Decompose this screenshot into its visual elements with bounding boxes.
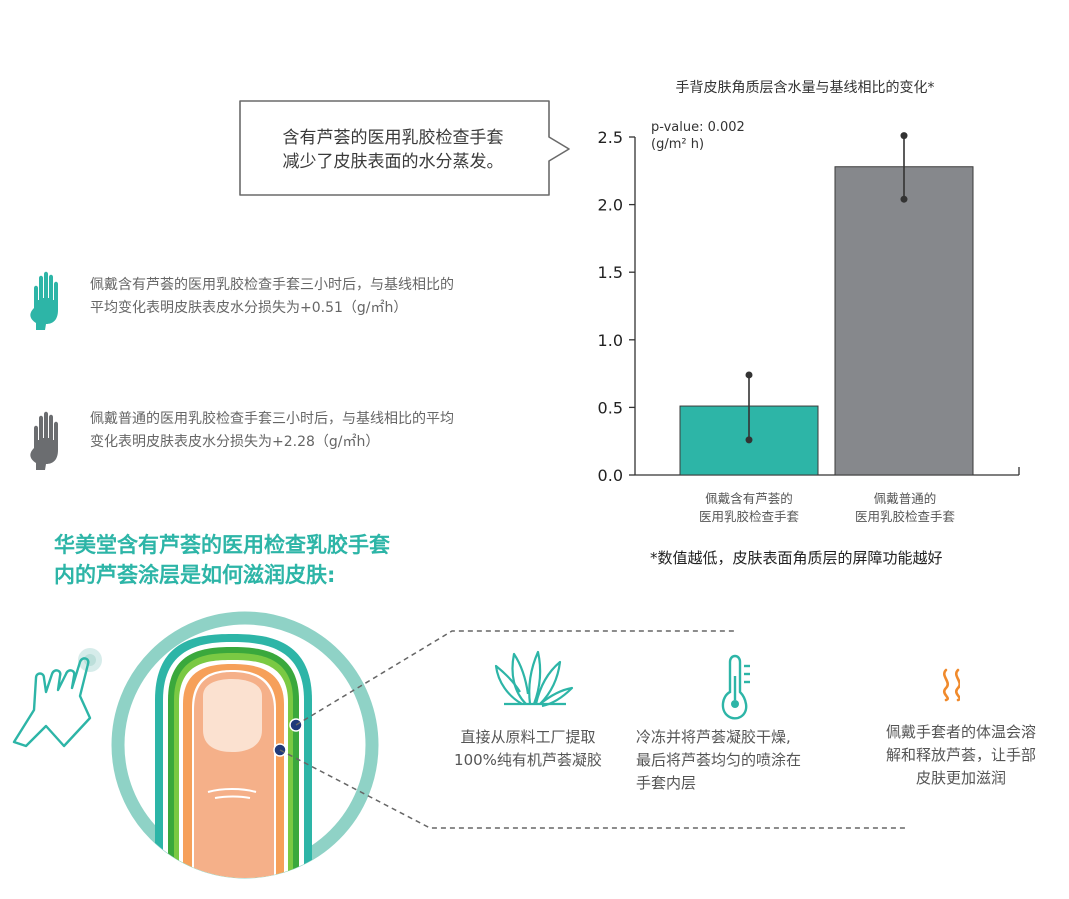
y-tick-label: 2.0 [598,196,623,215]
callout-line: 含有芦荟的医用乳胶检查手套 [282,128,504,148]
y-tick-label: 0.5 [598,398,623,417]
glove-illustration [12,611,960,879]
legend-regular-text: 佩戴普通的医用乳胶检查手套三小时后，与基线相比的平均 变化表明皮肤表皮水分损失为… [90,408,530,454]
feature-line: 手套内层 [636,774,697,792]
category-label: 佩戴普通的 医用乳胶检查手套 [810,490,1000,526]
thermometer-icon [721,654,750,720]
heat-waves-icon [943,668,960,702]
callout-text: 含有芦荟的医用乳胶检查手套 减少了皮肤表面的水分蒸发。 [248,126,538,174]
tap-hand-icon [12,648,102,748]
legend-line: 平均变化表明皮肤表皮水分损失为+0.51（g/㎡h） [90,300,408,316]
chart-footnote: *数值越低，皮肤表面角质层的屏障功能越好 [650,549,943,567]
callout-line: 减少了皮肤表面的水分蒸发。 [282,152,504,172]
error-bar-cap [900,195,908,203]
feature-line: 冷冻并将芦荟凝胶干燥, [636,728,791,746]
category-label-line: 医用乳胶检查手套 [854,509,955,524]
y-tick-label: 1.0 [598,331,623,350]
hand-icon [30,271,58,330]
feature-line: 解和释放芦荟，让手部 [885,746,1036,764]
category-label-line: 医用乳胶检查手套 [698,509,799,524]
p-value-label: p-value: 0.002 [651,120,745,135]
feature-line: 皮肤更加滋润 [915,769,1006,787]
error-bar-cap [745,436,753,444]
feature-line: 100%纯有机芦荟凝胶 [454,751,602,769]
unit-label: (g/m² h) [651,137,705,152]
y-tick-label: 0.0 [598,466,623,485]
legend-aloe-text: 佩戴含有芦荟的医用乳胶检查手套三小时后，与基线相比的 平均变化表明皮肤表皮水分损… [90,274,530,320]
bar [834,166,974,476]
chart-annotation: p-value: 0.002 (g/m² h) [651,119,745,153]
legend-line: 佩戴普通的医用乳胶检查手套三小时后，与基线相比的平均 [90,411,454,427]
bar-chart: 0.0 0.5 1.0 1.5 2.0 2.5 [598,128,1020,485]
feature-line: 最后将芦荟均匀的喷涂在 [636,751,802,769]
aloe-icon [494,650,574,708]
feature-aloe-text: 直接从原料工厂提取 100%纯有机芦荟凝胶 [440,726,616,772]
feature-line: 佩戴手套者的体温会溶 [885,723,1036,741]
callout-bubble [239,100,570,196]
y-tick-label: 1.5 [598,263,623,282]
category-label-line: 佩戴含有芦荟的 [705,491,793,506]
hand-icon [30,411,58,470]
legend-line: 变化表明皮肤表皮水分损失为+2.28（g/㎡h） [90,434,380,450]
chart-title: 手背皮肤角质层含水量与基线相比的变化* [675,80,935,96]
error-bar-cap [745,371,753,379]
feature-line: 直接从原料工厂提取 [460,728,596,746]
error-bar-cap [900,132,908,140]
legend-line: 佩戴含有芦荟的医用乳胶检查手套三小时后，与基线相比的 [90,277,454,293]
headline-line: 内的芦荟涂层是如何滋润皮肤: [54,563,336,587]
feature-warmth-text: 佩戴手套者的体温会溶 解和释放芦荟，让手部 皮肤更加滋润 [872,721,1050,790]
feature-dry-text: 冷冻并将芦荟凝胶干燥, 最后将芦荟均匀的喷涂在 手套内层 [636,726,841,795]
category-label: 佩戴含有芦荟的 医用乳胶检查手套 [654,490,844,526]
section-headline: 华美堂含有芦荟的医用检查乳胶手套 内的芦荟涂层是如何滋润皮肤: [54,530,390,590]
y-tick-label: 2.5 [598,128,623,147]
category-label-line: 佩戴普通的 [873,491,937,506]
headline-line: 华美堂含有芦荟的医用检查乳胶手套 [54,533,390,557]
